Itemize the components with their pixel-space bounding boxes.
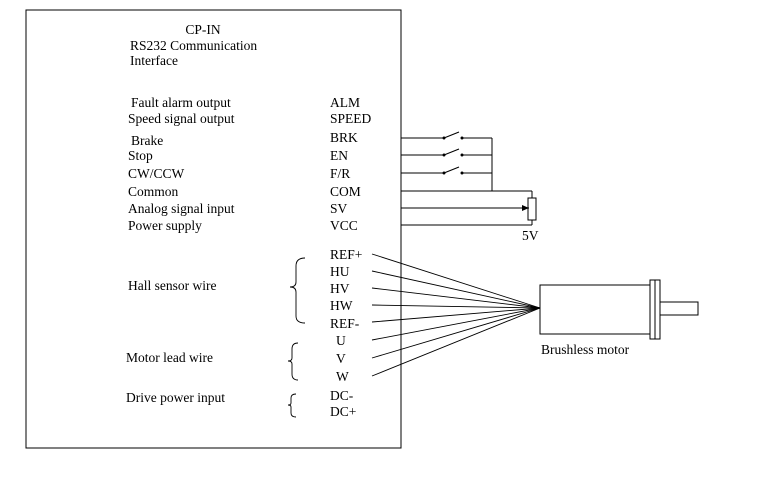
hall-group-label: Hall sensor wire: [128, 278, 216, 293]
pin-fr: F/R: [330, 166, 350, 181]
pin-hw: HW: [330, 298, 353, 313]
potentiometer-wiring: [401, 190, 533, 226]
signal-label-com: Common: [128, 184, 179, 199]
brushless-motor-icon: [539, 279, 699, 340]
pin-speed: SPEED: [330, 111, 372, 126]
pin-dc-minus: DC-: [330, 388, 354, 403]
motor-cable-fan: [371, 253, 541, 377]
power-group-label: Drive power input: [126, 390, 225, 405]
pin-vcc: VCC: [330, 218, 358, 233]
driver-box: [25, 9, 402, 449]
pin-brk: BRK: [330, 130, 358, 145]
driver-title: CP-IN: [185, 22, 221, 37]
pin-w: W: [336, 369, 349, 384]
motor-group-brace: [287, 342, 299, 381]
signal-label-en: Stop: [128, 148, 153, 163]
pin-sv: SV: [330, 201, 348, 216]
pin-hu: HU: [330, 264, 350, 279]
pin-ref-plus: REF+: [330, 247, 362, 262]
signal-label-speed: Speed signal output: [128, 111, 235, 126]
pin-en: EN: [330, 148, 348, 163]
pin-hv: HV: [330, 281, 350, 296]
pot-voltage-label: 5V: [522, 228, 539, 243]
driver-subtitle-line2: Interface: [130, 53, 178, 68]
pin-ref-minus: REF-: [330, 316, 360, 331]
pin-com: COM: [330, 184, 361, 199]
signal-label-sv: Analog signal input: [128, 201, 235, 216]
power-group-brace: [287, 393, 297, 418]
motor-label: Brushless motor: [541, 342, 630, 357]
pin-v: V: [336, 351, 346, 366]
driver-subtitle-line1: RS232 Communication: [130, 38, 257, 53]
potentiometer-icon: [527, 197, 537, 221]
signal-label-brk: Brake: [131, 133, 163, 148]
signal-label-alm: Fault alarm output: [131, 95, 231, 110]
pin-dc-plus: DC+: [330, 404, 356, 419]
pin-u: U: [336, 333, 346, 348]
pin-alm: ALM: [330, 95, 360, 110]
switch-wiring: [401, 131, 493, 191]
signal-label-fr: CW/CCW: [128, 166, 185, 181]
signal-label-vcc: Power supply: [128, 218, 202, 233]
hall-group-brace: [289, 257, 306, 324]
motor-group-label: Motor lead wire: [126, 350, 213, 365]
